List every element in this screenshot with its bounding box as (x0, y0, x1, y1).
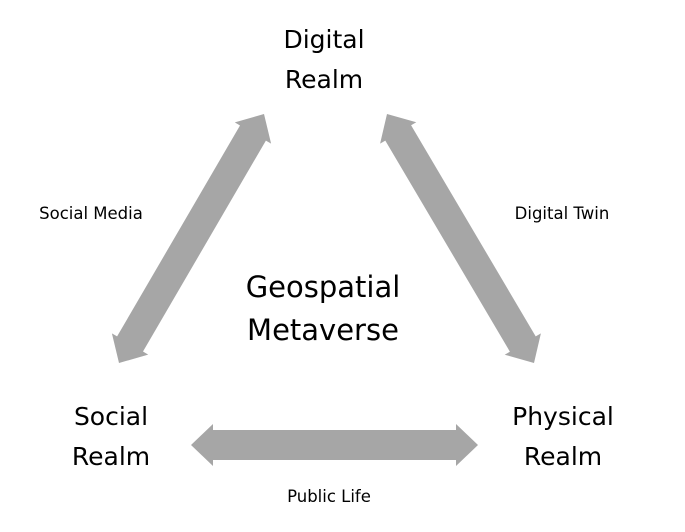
digital-realm-node: Digital Realm (244, 20, 404, 100)
center-line2: Metaverse (247, 313, 399, 347)
social-realm-line2: Realm (71, 442, 151, 471)
physical-realm-line1: Physical (512, 402, 614, 431)
public-life-double-arrow (191, 424, 478, 466)
public-life-label: Public Life (287, 487, 371, 506)
digital-twin-double-arrow (380, 114, 541, 363)
digital-twin-label: Digital Twin (514, 204, 610, 223)
geospatial-metaverse-center: Geospatial Metaverse (213, 266, 433, 352)
social-media-label: Social Media (39, 204, 143, 223)
center-line1: Geospatial (245, 270, 401, 304)
social-media-double-arrow (111, 114, 272, 363)
digital-realm-line2: Realm (284, 65, 364, 94)
physical-realm-node: Physical Realm (483, 397, 643, 477)
social-realm-node: Social Realm (31, 397, 191, 477)
digital-realm-line1: Digital (283, 25, 365, 54)
social-realm-line1: Social (73, 402, 149, 431)
physical-realm-line2: Realm (523, 442, 603, 471)
